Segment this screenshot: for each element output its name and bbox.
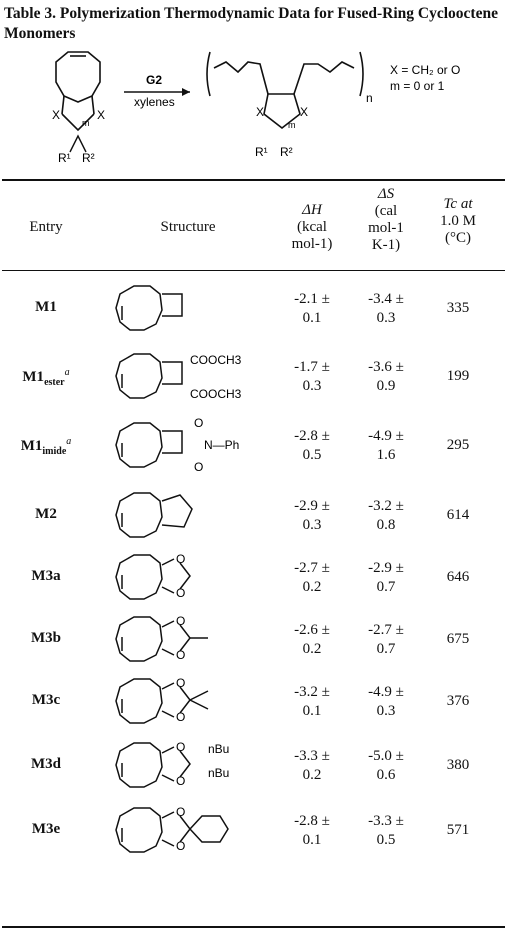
table-caption: Table 3. Polymerization Thermodynamic Da… bbox=[4, 5, 498, 42]
structure-atom-label: O bbox=[176, 614, 185, 628]
structure-atom-label: nBu bbox=[208, 766, 229, 780]
ds-value: -4.9 ±1.6 bbox=[368, 428, 404, 463]
header-dh: ΔH (kcal mol-1) bbox=[291, 202, 333, 252]
polymer-x-right: X bbox=[300, 105, 308, 119]
dh-value: -2.8 ±0.1 bbox=[294, 813, 330, 848]
dh-value: -1.7 ±0.3 bbox=[294, 359, 330, 394]
entry-label: M2 bbox=[35, 506, 57, 522]
polymer-x-left: X bbox=[256, 105, 264, 119]
structure-atom-label: O bbox=[176, 676, 185, 690]
structure-atom-label: O bbox=[176, 740, 185, 754]
tc-value: 376 bbox=[446, 693, 470, 709]
polymer-r2: R² bbox=[280, 145, 293, 159]
ds-value: -3.6 ±0.9 bbox=[368, 359, 404, 394]
polymer-m: m bbox=[288, 120, 296, 130]
scheme-x-left: X bbox=[52, 108, 60, 122]
entry-label: M3c bbox=[31, 692, 61, 708]
dh-value: -2.7 ±0.2 bbox=[294, 560, 330, 595]
ds-value: -2.9 ±0.7 bbox=[368, 560, 404, 595]
structure-atom-label: O bbox=[176, 552, 185, 566]
ds-value: -2.7 ±0.7 bbox=[368, 622, 404, 657]
header-structure: Structure bbox=[160, 219, 216, 235]
dh-value: -3.2 ±0.1 bbox=[294, 684, 330, 719]
tc-value: 199 bbox=[446, 368, 470, 384]
entry-label: M3d bbox=[31, 756, 61, 772]
tc-value: 380 bbox=[446, 757, 470, 773]
dh-value: -2.9 ±0.3 bbox=[294, 498, 330, 533]
tc-value: 335 bbox=[446, 300, 470, 316]
structure-atom-label: O bbox=[194, 460, 203, 474]
structure-atom-label: O bbox=[176, 774, 185, 788]
solvent-label: xylenes bbox=[134, 95, 175, 109]
polymer-r1: R¹ bbox=[255, 145, 268, 159]
tc-value: 614 bbox=[446, 507, 470, 523]
top-rule bbox=[2, 179, 505, 181]
structure-atom-label: nBu bbox=[208, 742, 229, 756]
header-ds: ΔS (cal mol-1 K-1) bbox=[368, 186, 404, 253]
structure-atom-label: O bbox=[176, 648, 185, 662]
dh-value: -3.3 ±0.2 bbox=[294, 748, 330, 783]
structure-atom-label: COOCH3 bbox=[190, 353, 242, 367]
table-row: M2 -2.9 ±0.3 -3.2 ±0.8 614 bbox=[0, 485, 507, 547]
entry-label: M1estera bbox=[22, 367, 70, 388]
structure-drawing bbox=[104, 280, 272, 343]
reaction-scheme: X X m R¹ R² G2 xylenes X X m R¹ R² n X =… bbox=[52, 51, 460, 165]
entry-label: M3e bbox=[31, 821, 61, 837]
structure-atom-label: O bbox=[176, 805, 185, 819]
entry-label: M3b bbox=[31, 630, 61, 646]
polymer-structure bbox=[206, 51, 364, 130]
structure-atom-label: COOCH3 bbox=[190, 387, 242, 401]
table-row: M1 -2.1 ±0.1 -3.4 ±0.3 335 bbox=[0, 278, 507, 340]
catalyst-label: G2 bbox=[146, 73, 162, 87]
scheme-m: m bbox=[82, 118, 90, 128]
ds-value: -3.2 ±0.8 bbox=[368, 498, 404, 533]
entry-label: M1imidea bbox=[20, 436, 72, 457]
conditions-line-1: X = CH₂ or O bbox=[390, 63, 460, 77]
header-tc: Tc at 1.0 M (°C) bbox=[440, 196, 476, 246]
dh-value: -2.8 ±0.5 bbox=[294, 428, 330, 463]
structure-atom-label: O bbox=[194, 417, 203, 430]
entry-label: M1 bbox=[35, 299, 57, 315]
header-entry: Entry bbox=[29, 219, 63, 235]
header-rule bbox=[2, 270, 505, 271]
structure-atom-label: O bbox=[176, 710, 185, 724]
dh-value: -2.6 ±0.2 bbox=[294, 622, 330, 657]
tc-value: 571 bbox=[446, 822, 470, 838]
ds-value: -3.4 ±0.3 bbox=[368, 291, 404, 326]
entry-label: M3a bbox=[31, 568, 61, 584]
monomer-structure bbox=[55, 51, 101, 132]
scheme-r1: R¹ bbox=[58, 151, 71, 165]
conditions-line-2: m = 0 or 1 bbox=[390, 79, 445, 93]
structure-drawing bbox=[104, 487, 272, 550]
polymer-n: n bbox=[366, 91, 373, 105]
tc-value: 295 bbox=[446, 437, 470, 453]
ds-value: -5.0 ±0.6 bbox=[368, 748, 404, 783]
tc-value: 675 bbox=[446, 631, 470, 647]
dh-value: -2.1 ±0.1 bbox=[294, 291, 330, 326]
bottom-rule bbox=[2, 926, 505, 928]
structure-atom-label: N—Ph bbox=[204, 438, 239, 452]
structure-atom-label: O bbox=[176, 839, 185, 853]
tc-value: 646 bbox=[446, 569, 470, 585]
scheme-x-right: X bbox=[97, 108, 105, 122]
ds-value: -4.9 ±0.3 bbox=[368, 684, 404, 719]
scheme-r2: R² bbox=[82, 151, 95, 165]
ds-value: -3.3 ±0.5 bbox=[368, 813, 404, 848]
structure-atom-label: O bbox=[176, 586, 185, 600]
